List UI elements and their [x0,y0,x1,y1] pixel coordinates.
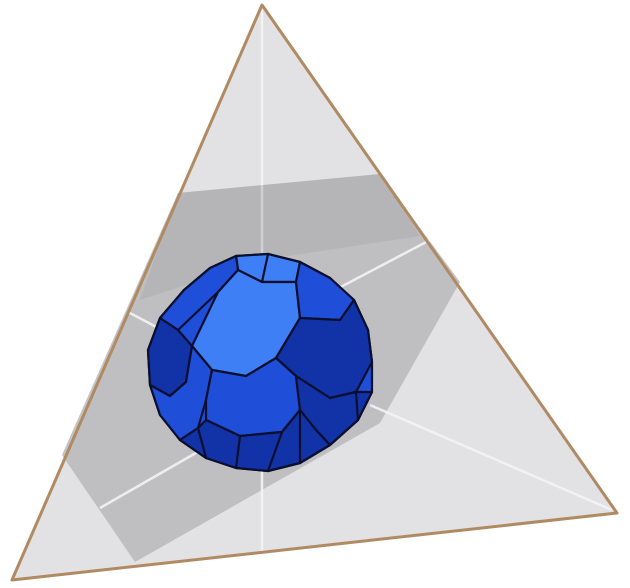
tetrahedron-diagram [0,0,630,588]
